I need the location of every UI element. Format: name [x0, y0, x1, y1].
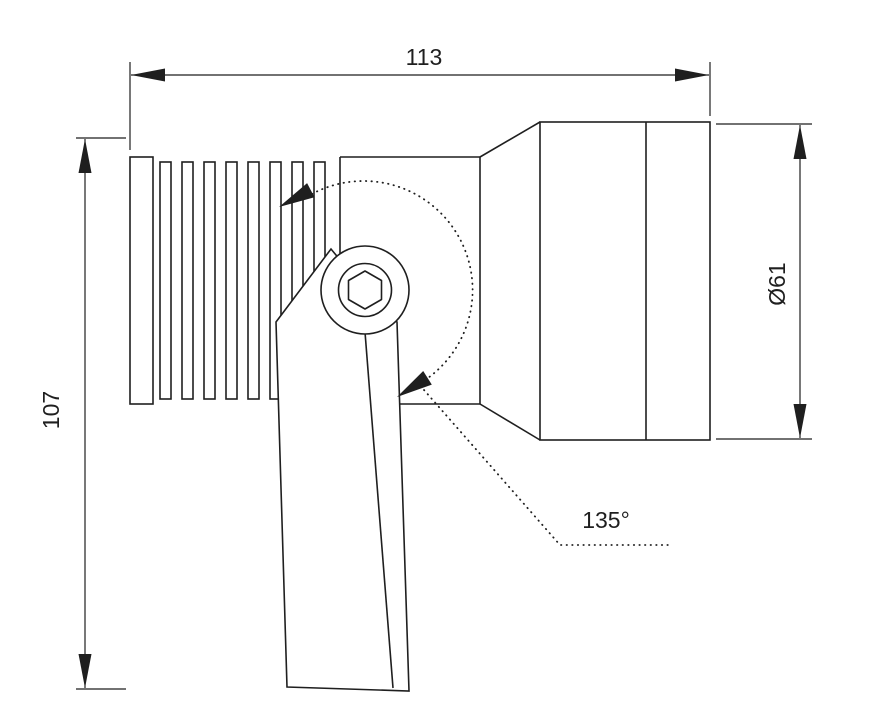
dimension-width: 113	[129, 44, 711, 150]
height-label: 107	[38, 391, 64, 429]
rotation-arrow-bottom-icon	[397, 371, 432, 397]
angle-label: 135°	[582, 507, 630, 533]
rotation-arrow-top-icon	[279, 183, 315, 207]
dimension-diameter: Ø61	[716, 123, 812, 440]
heatsink-fin	[269, 161, 282, 400]
neck-bottom-edge	[479, 403, 541, 441]
lamp-neck	[479, 121, 541, 441]
fixture-outline	[129, 121, 711, 441]
dim-arrow-right-icon	[675, 68, 709, 82]
heatsink-fin	[203, 161, 216, 400]
lamp-head-outline	[539, 121, 711, 441]
dimension-height: 107	[38, 137, 126, 690]
mounting-bracket	[275, 247, 410, 692]
dim-arrow-down-icon	[78, 654, 92, 688]
heatsink-fin	[247, 161, 260, 400]
pivot-joint-inner	[337, 262, 393, 318]
heatsink-fin	[159, 161, 172, 400]
width-label: 113	[406, 44, 443, 70]
heatsink-fin	[225, 161, 238, 400]
dim-arrow-down-icon	[793, 404, 807, 438]
lamp-head	[539, 121, 711, 441]
heatsink-back-cap	[129, 156, 154, 405]
angle-leader-line	[423, 389, 673, 546]
dim-arrow-left-icon	[131, 68, 165, 82]
neck-top-edge	[479, 121, 541, 158]
bracket-inner-edge	[364, 331, 394, 689]
dim-arrow-up-icon	[78, 139, 92, 173]
dim-arrow-up-icon	[793, 125, 807, 159]
hex-socket-screw-icon	[347, 270, 383, 310]
diameter-label: Ø61	[764, 262, 790, 305]
heatsink-fin	[181, 161, 194, 400]
